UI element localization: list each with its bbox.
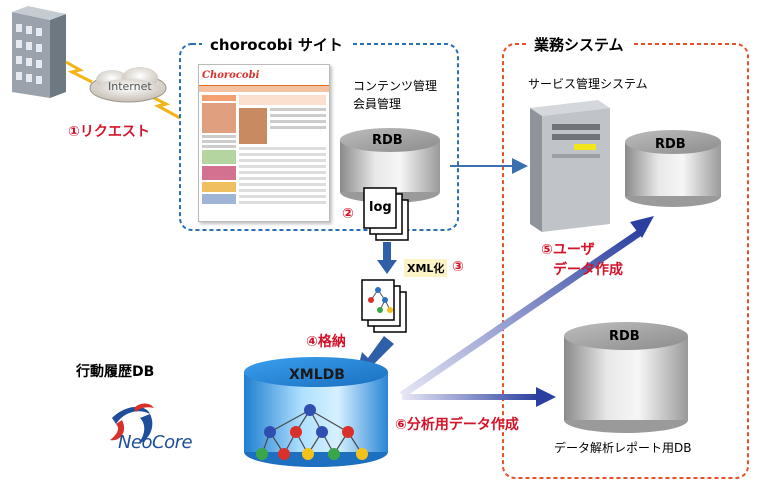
step-5-line2: データ作成 bbox=[553, 262, 623, 278]
lightning-icon bbox=[65, 60, 181, 120]
step-2: ② bbox=[342, 206, 354, 222]
service-mgmt-label: サービス管理システム bbox=[528, 77, 648, 91]
step-5-line1: ⑤ユーザ bbox=[541, 242, 595, 258]
step-4-store: ④格納 bbox=[306, 334, 346, 350]
service-rdb-label: RDB bbox=[655, 137, 686, 152]
business-box bbox=[502, 43, 749, 479]
xmldb-label: XMLDB bbox=[289, 367, 345, 383]
service-rdb-cylinder bbox=[625, 130, 721, 207]
log-label: log bbox=[369, 200, 392, 215]
step-1-request: ①リクエスト bbox=[68, 124, 150, 140]
step-3: ③ bbox=[452, 259, 464, 275]
site-thumbnail: Chorocobi bbox=[198, 64, 330, 222]
analysis-rdb-label: RDB bbox=[609, 329, 640, 344]
user-data-arrow bbox=[400, 216, 654, 398]
behavior-db-label: 行動履歴DB bbox=[76, 364, 155, 380]
member-mgmt-label: 会員管理 bbox=[353, 97, 402, 111]
analysis-rdb-cylinder bbox=[564, 322, 688, 433]
internet-label: Internet bbox=[108, 80, 152, 93]
business-box-title: 業務システム bbox=[526, 34, 632, 55]
building-icon bbox=[12, 6, 66, 98]
step-6-analysis: ⑥分析用データ作成 bbox=[395, 417, 519, 433]
analysis-data-arrow bbox=[402, 387, 556, 407]
content-mgmt-label: コンテンツ管理 bbox=[353, 79, 438, 93]
xml-convert-arrow bbox=[377, 242, 397, 274]
neocore-wordmark: NeoCore bbox=[118, 432, 193, 453]
log-documents bbox=[363, 187, 409, 241]
xml-documents bbox=[361, 279, 407, 333]
neocore-logo bbox=[110, 403, 154, 444]
site-rdb-label: RDB bbox=[372, 133, 403, 148]
xml-convert-label: XML化 bbox=[404, 259, 448, 277]
xmldb-cylinder bbox=[244, 357, 388, 467]
server-icon bbox=[530, 100, 610, 232]
analysis-db-label: データ解析レポート用DB bbox=[554, 441, 692, 455]
site-box-title: chorocobi サイト bbox=[202, 34, 351, 55]
site-logo: Chorocobi bbox=[202, 69, 260, 81]
cloud-icon bbox=[89, 67, 167, 103]
